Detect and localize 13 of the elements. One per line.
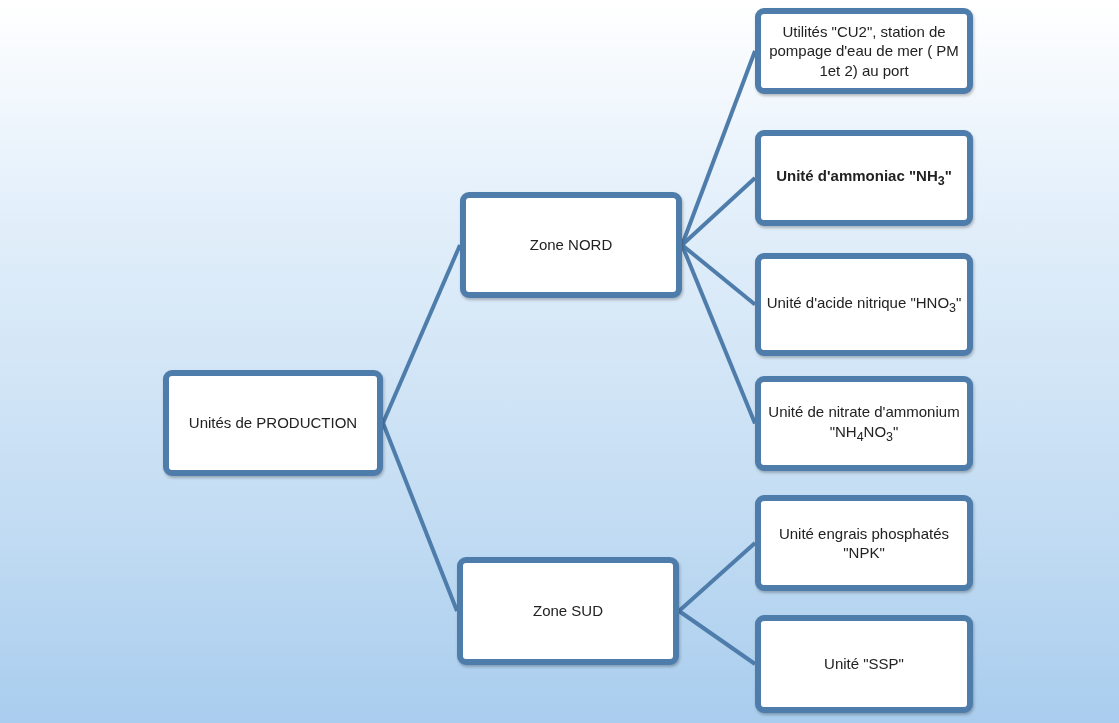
connector-line: [381, 244, 462, 424]
unit-box: Utilités "CU2", station de pompage d'eau de mer ( PM 1et 2) au port: [755, 8, 973, 94]
connector-line: [677, 609, 757, 666]
connector-line: [381, 422, 459, 612]
unit-box: Zone SUD: [457, 557, 679, 665]
unit-box: Unité d'ammoniac "NH$_{3}$": [755, 130, 973, 226]
unit-box: Unité engrais phosphatés "NPK": [755, 495, 973, 591]
connector-line: [677, 541, 757, 613]
unit-box: Unité "SSP": [755, 615, 973, 713]
unit-box: Zone NORD: [460, 192, 682, 298]
unit-box: Unité d'acide nitrique "HNO$_{3}$": [755, 253, 973, 356]
unit-box: Unités de PRODUCTION: [163, 370, 383, 476]
unit-box: Unité de nitrate d'ammonium "NH$_{4}$NO$_{3}$": [755, 376, 973, 471]
